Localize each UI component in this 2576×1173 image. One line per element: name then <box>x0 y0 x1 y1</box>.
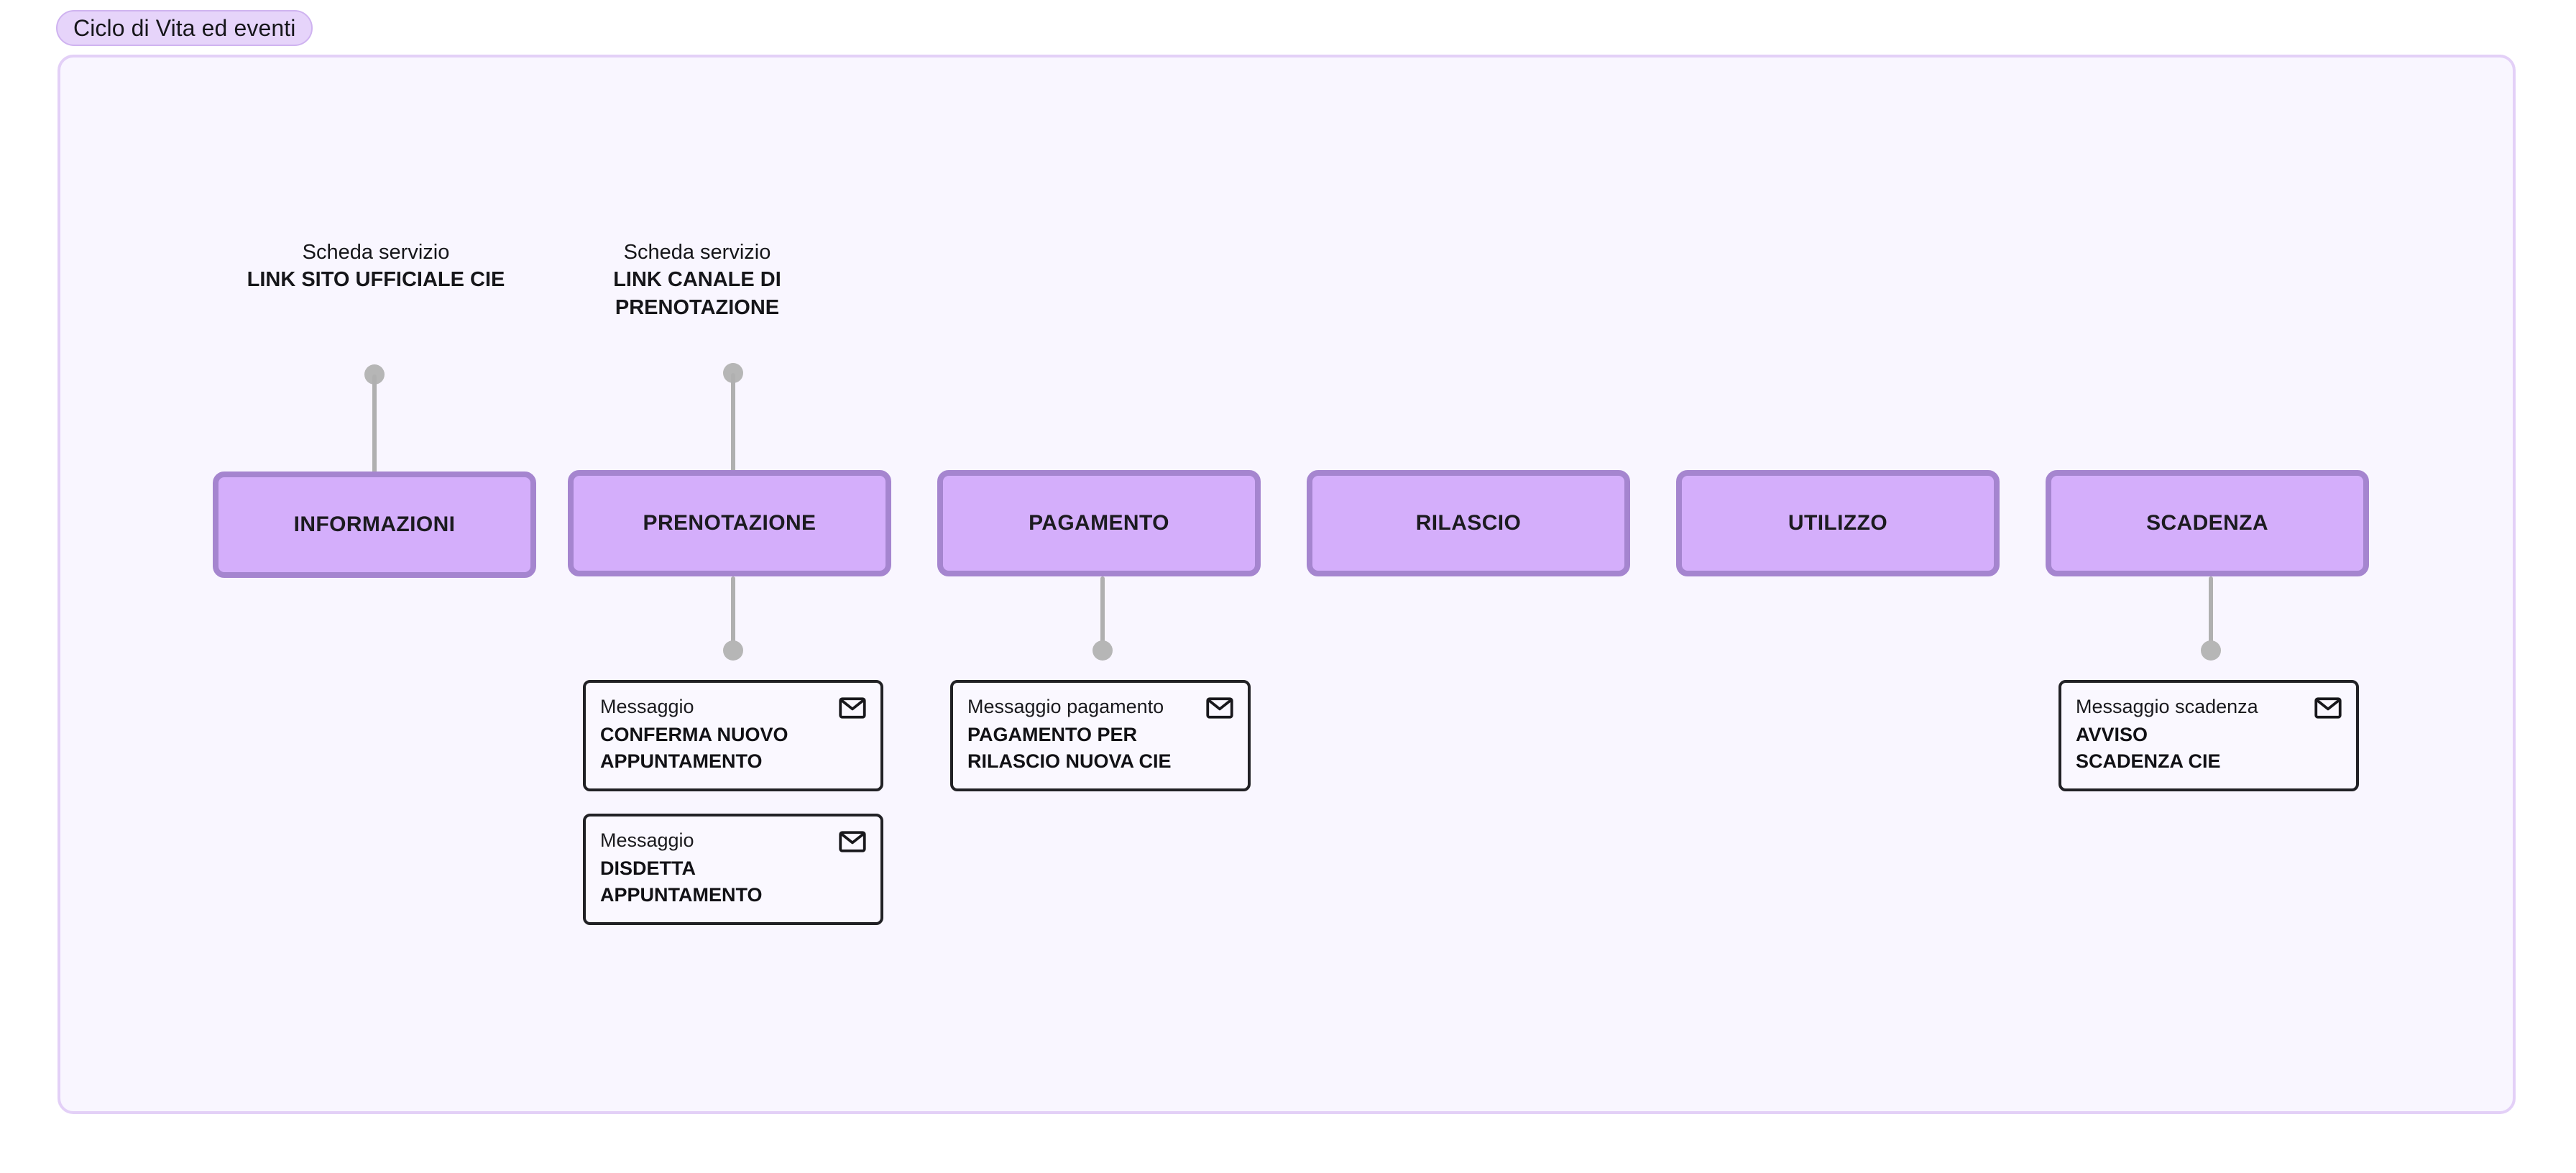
message-card-pagamento-rilascio-nuova-cie[interactable]: Messaggio pagamento PAGAMENTO PER RILASC… <box>950 680 1251 792</box>
top-label-informazioni: Scheda servizio LINK SITO UFFICIALE CIE <box>211 239 541 294</box>
message-card-kind: Messaggio <box>600 696 694 717</box>
connector-line-pagamento-bottom <box>1100 576 1105 648</box>
connector-dot-prenotazione-bottom <box>723 640 743 661</box>
stage-box-label: PRENOTAZIONE <box>643 511 816 535</box>
message-card-kind: Messaggio pagamento <box>967 696 1164 717</box>
connector-line-informazioni-top <box>372 374 377 474</box>
stage-box-rilascio[interactable]: RILASCIO <box>1307 470 1630 576</box>
top-label-kind: Scheda servizio <box>302 241 450 264</box>
top-label-kind: Scheda servizio <box>623 241 771 264</box>
message-card-header: Messaggio <box>600 829 866 852</box>
message-card-disdetta-appuntamento[interactable]: Messaggio DISDETTA APPUNTAMENTO <box>583 814 883 926</box>
stage-box-label: PAGAMENTO <box>1029 511 1169 535</box>
message-card-avviso-scadenza-cie[interactable]: Messaggio scadenza AVVISO SCADENZA CIE <box>2058 680 2359 792</box>
connector-dot-scadenza-bottom <box>2201 640 2221 661</box>
message-card-header: Messaggio scadenza <box>2076 696 2342 719</box>
message-card-header: Messaggio pagamento <box>967 696 1233 719</box>
connector-line-scadenza-bottom <box>2209 576 2213 648</box>
connector-dot-pagamento-bottom <box>1092 640 1113 661</box>
lifecycle-panel <box>58 55 2516 1114</box>
stage-box-prenotazione[interactable]: PRENOTAZIONE <box>568 470 891 576</box>
diagram-title-badge[interactable]: Ciclo di Vita ed eventi <box>56 10 313 46</box>
envelope-icon <box>839 831 866 852</box>
stage-box-label: RILASCIO <box>1415 511 1522 535</box>
stage-box-label: SCADENZA <box>2146 511 2268 535</box>
envelope-icon <box>1206 697 1233 719</box>
stage-box-scadenza[interactable]: SCADENZA <box>2046 470 2369 576</box>
connector-line-prenotazione-top <box>731 373 735 474</box>
top-label-name: LINK CANALE DI PRENOTAZIONE <box>613 268 781 319</box>
message-card-kind: Messaggio <box>600 829 694 851</box>
top-label-prenotazione: Scheda servizio LINK CANALE DI PRENOTAZI… <box>568 239 827 321</box>
message-card-title: DISDETTA APPUNTAMENTO <box>600 857 763 906</box>
message-card-title: AVVISO SCADENZA CIE <box>2076 724 2221 772</box>
stage-box-label: UTILIZZO <box>1788 511 1888 535</box>
stage-box-informazioni[interactable]: INFORMAZIONI <box>213 472 536 578</box>
stage-box-pagamento[interactable]: PAGAMENTO <box>937 470 1261 576</box>
connector-line-prenotazione-bottom <box>731 576 735 648</box>
stage-box-label: INFORMAZIONI <box>293 512 456 536</box>
message-card-title: CONFERMA NUOVO APPUNTAMENTO <box>600 724 788 772</box>
envelope-icon <box>2314 697 2342 719</box>
message-card-conferma-nuovo-appuntamento[interactable]: Messaggio CONFERMA NUOVO APPUNTAMENTO <box>583 680 883 792</box>
envelope-icon <box>839 697 866 719</box>
message-card-title: PAGAMENTO PER RILASCIO NUOVA CIE <box>967 724 1172 772</box>
message-card-header: Messaggio <box>600 696 866 719</box>
top-label-name: LINK SITO UFFICIALE CIE <box>247 268 505 292</box>
message-card-kind: Messaggio scadenza <box>2076 696 2258 717</box>
stage-box-utilizzo[interactable]: UTILIZZO <box>1676 470 2000 576</box>
